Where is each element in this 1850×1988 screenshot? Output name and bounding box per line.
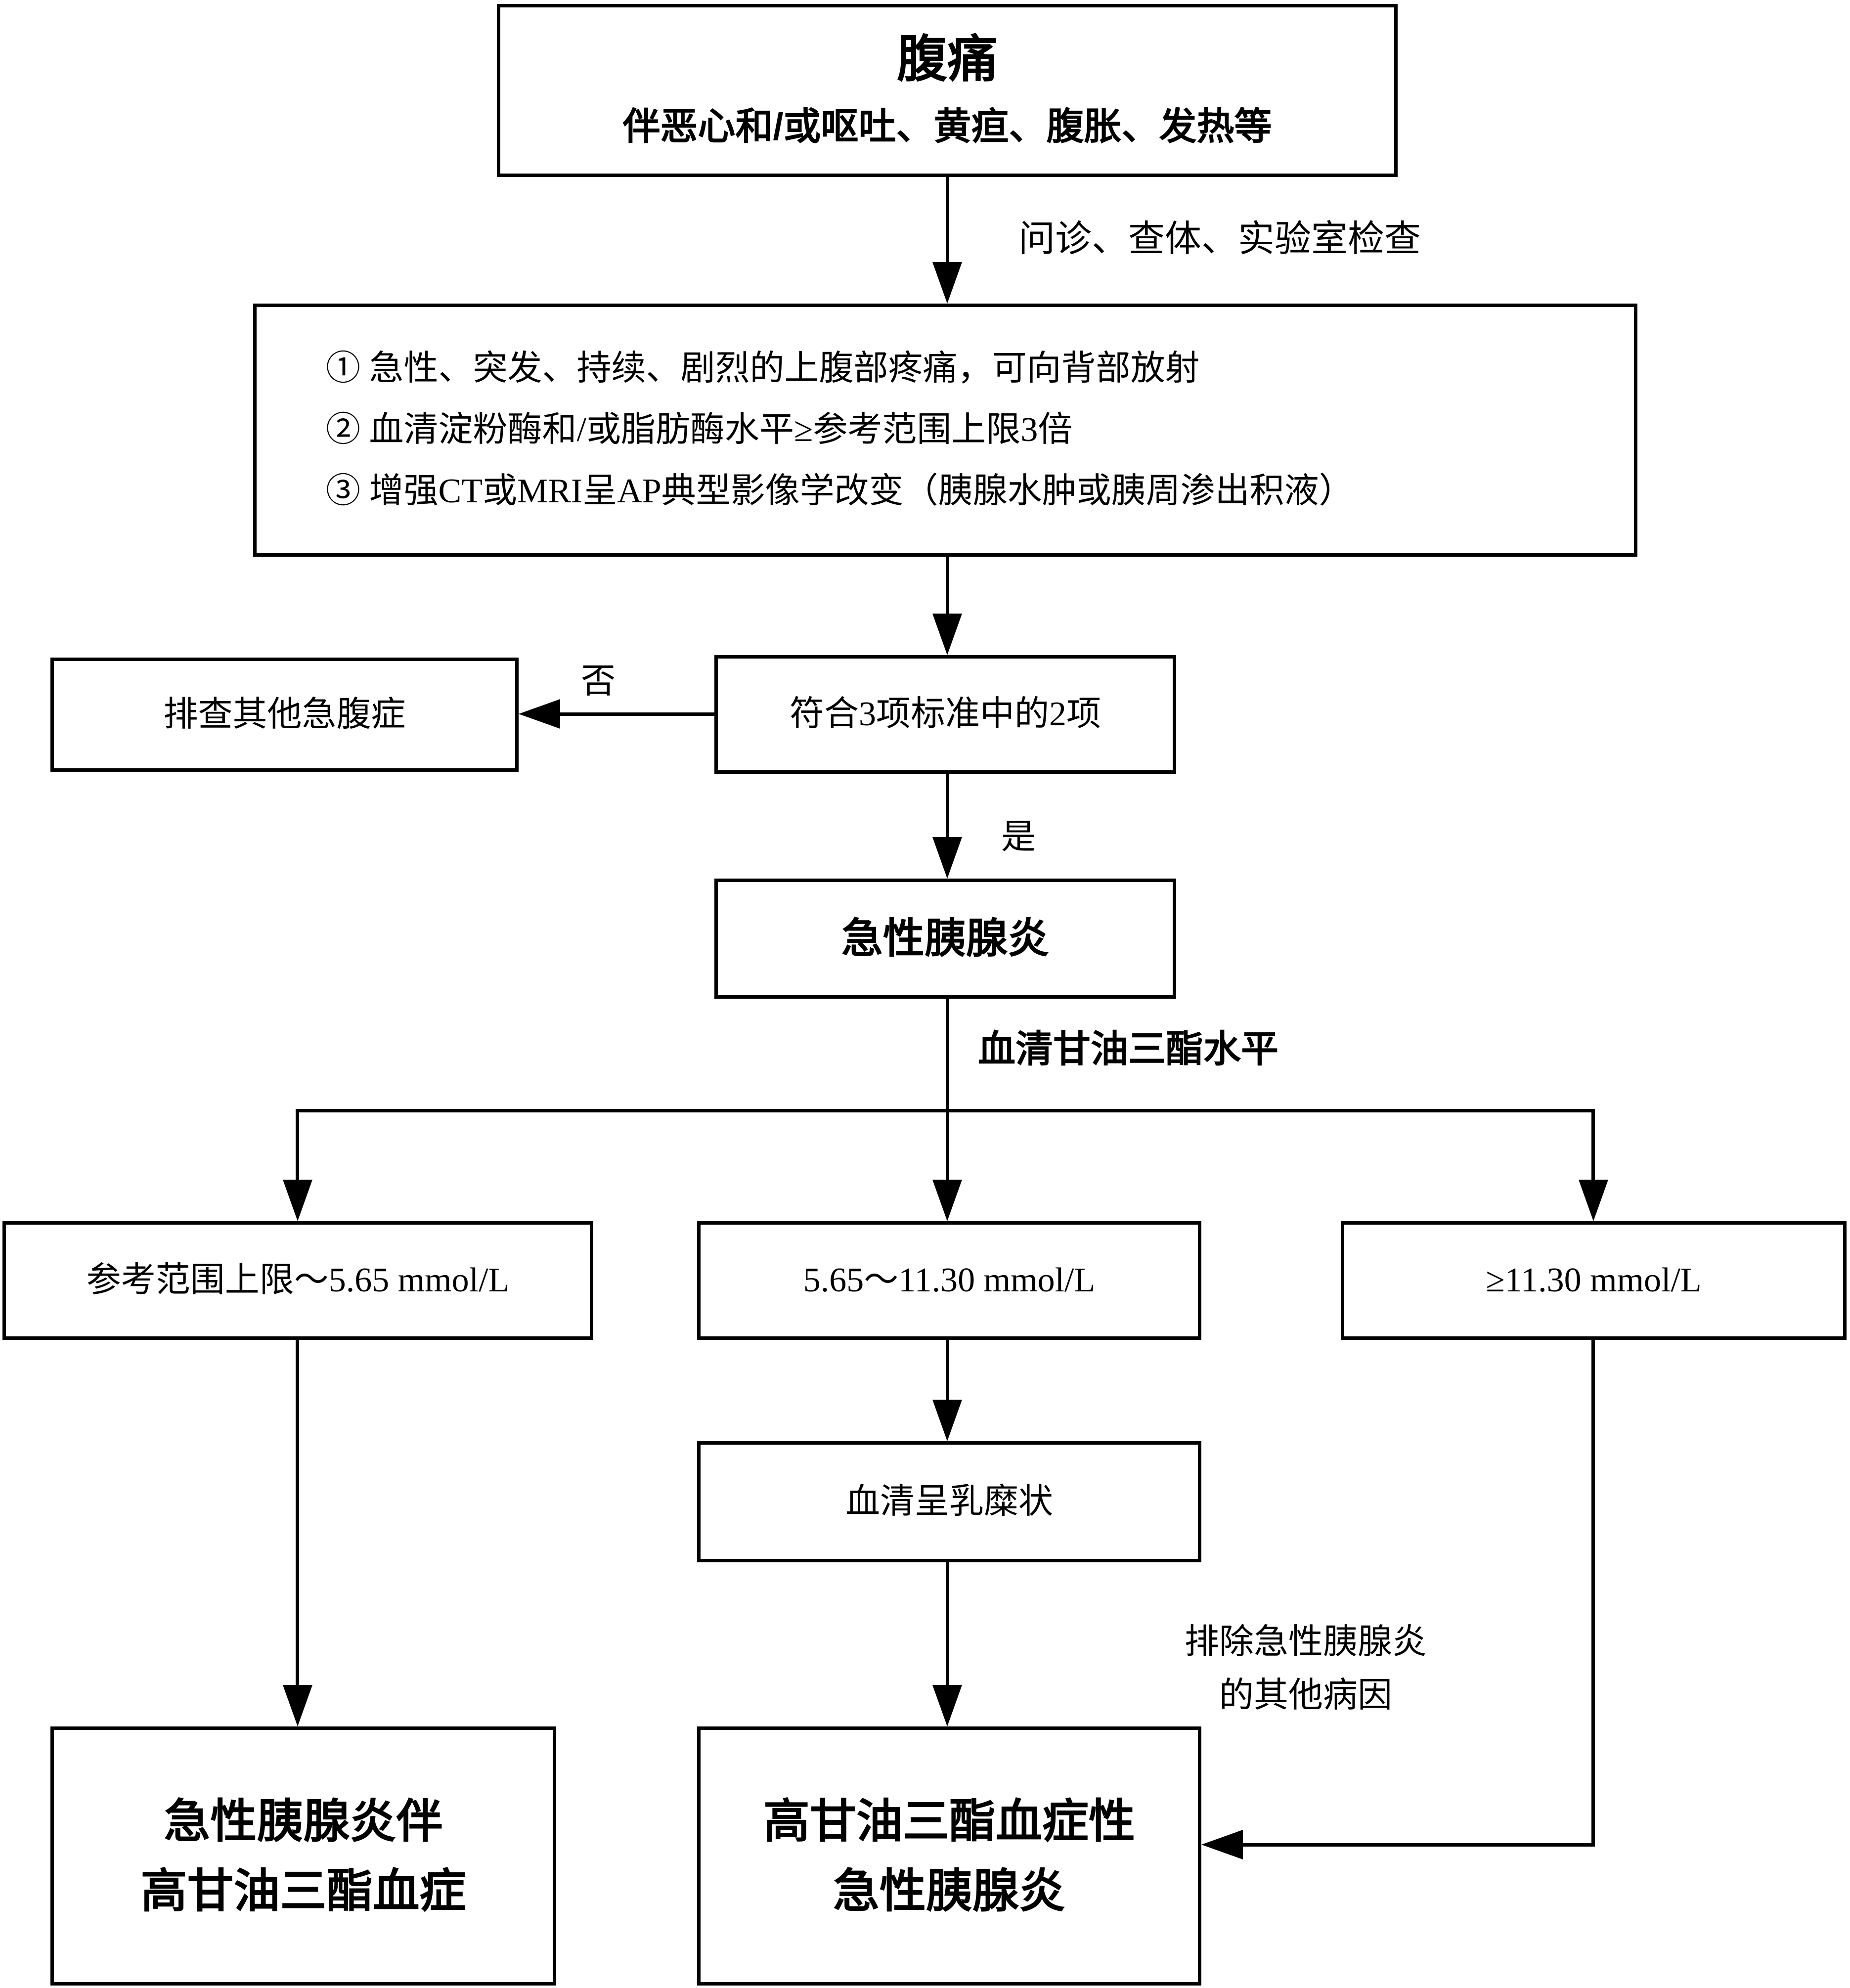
arrowhead-into-ap xyxy=(932,837,962,879)
ap-with-htg-box: 急性胰腺炎伴 高甘油三酯血症 xyxy=(50,1726,556,1986)
tg-mid-label: 5.65～11.30 mmol/L xyxy=(803,1261,1096,1300)
acute-pancreatitis-label: 急性胰腺炎 xyxy=(841,915,1049,962)
decision-box: 符合3项标准中的2项 xyxy=(714,655,1176,774)
arrowhead-into-low xyxy=(283,1180,312,1221)
yes-label: 是 xyxy=(1001,818,1036,856)
tg-high-box: ≥11.30 mmol/L xyxy=(1341,1221,1847,1340)
connector-low-to-aphtg xyxy=(296,1340,299,1687)
connector-split-to-low xyxy=(296,1109,299,1183)
connector-chylous-to-htgap xyxy=(946,1562,949,1687)
acute-pancreatitis-box: 急性胰腺炎 xyxy=(714,879,1176,999)
htg-ap-box: 高甘油三酯血症性 急性胰腺炎 xyxy=(697,1726,1201,1986)
tg-mid-box: 5.65～11.30 mmol/L xyxy=(697,1221,1201,1340)
htg-ap-line-1: 高甘油三酯血症性 xyxy=(763,1795,1135,1847)
chylous-serum-label: 血清呈乳糜状 xyxy=(845,1482,1053,1521)
chylous-serum-box: 血清呈乳糜状 xyxy=(697,1441,1201,1562)
connector-mid-to-chylous xyxy=(946,1340,949,1402)
abdominal-pain-box: 腹痛 伴恶心和/或呕吐、黄疸、腹胀、发热等 xyxy=(497,4,1398,177)
connector-decision-to-ruleout xyxy=(559,712,714,716)
ap-with-htg-line-2: 高甘油三酯血症 xyxy=(140,1865,466,1917)
workup-label: 问诊、查体、实验室检查 xyxy=(1018,219,1421,260)
connector-split-to-high xyxy=(1591,1109,1595,1183)
htg-ap-line-2: 急性胰腺炎 xyxy=(833,1865,1065,1917)
abdominal-pain-subtitle: 伴恶心和/或呕吐、黄疸、腹胀、发热等 xyxy=(622,105,1272,148)
arrowhead-into-chylous xyxy=(932,1400,962,1441)
arrowhead-into-ruleout xyxy=(519,699,560,729)
connector-ap-to-split xyxy=(946,999,949,1112)
connector-split-to-mid xyxy=(946,1112,949,1182)
arrowhead-into-mid xyxy=(932,1180,962,1221)
ruleout-label: 排查其他急腹症 xyxy=(163,695,406,734)
connector-decision-to-ap xyxy=(946,774,949,839)
ap-with-htg-line-1: 急性胰腺炎伴 xyxy=(164,1795,443,1847)
arrowhead-into-criteria xyxy=(932,262,962,304)
tg-high-label: ≥11.30 mmol/L xyxy=(1486,1261,1702,1300)
criteria-item-2: ② 血清淀粉酶和/或脂肪酶水平≥参考范围上限3倍 xyxy=(326,411,1073,449)
exclude-other-causes-line-2: 的其他病因 xyxy=(1219,1677,1392,1715)
arrowhead-into-aphtg xyxy=(283,1685,312,1726)
ruleout-box: 排查其他急腹症 xyxy=(50,658,519,772)
connector-high-to-htgap xyxy=(1243,1843,1595,1847)
exclude-other-causes-label: 排除急性胰腺炎 的其他病因 xyxy=(1133,1616,1479,1723)
arrowhead-into-high xyxy=(1579,1180,1608,1221)
tg-low-label: 参考范围上限～5.65 mmol/L xyxy=(86,1261,510,1300)
arrowhead-into-htgap-top xyxy=(932,1685,962,1726)
connector-criteria-to-decision xyxy=(946,557,949,616)
tg-level-label: 血清甘油三酯水平 xyxy=(978,1029,1278,1070)
tg-low-box: 参考范围上限～5.65 mmol/L xyxy=(2,1221,593,1340)
no-label: 否 xyxy=(581,663,616,701)
arrowhead-into-decision xyxy=(932,614,962,655)
split-line xyxy=(296,1109,1595,1112)
connector-high-down xyxy=(1591,1340,1595,1847)
decision-label: 符合3项标准中的2项 xyxy=(790,695,1101,734)
criteria-item-1: ① 急性、突发、持续、剧烈的上腹部疼痛，可向背部放射 xyxy=(326,350,1200,388)
criteria-box: ① 急性、突发、持续、剧烈的上腹部疼痛，可向背部放射 ② 血清淀粉酶和/或脂肪酶… xyxy=(253,304,1637,557)
connector-pain-to-criteria xyxy=(946,177,949,266)
arrowhead-into-htgap-side xyxy=(1201,1830,1243,1859)
criteria-item-3: ③ 增强CT或MRI呈AP典型影像学改变（胰腺水肿或胰周渗出积液） xyxy=(326,472,1354,510)
exclude-other-causes-line-1: 排除急性胰腺炎 xyxy=(1185,1623,1427,1661)
abdominal-pain-title: 腹痛 xyxy=(897,31,998,88)
